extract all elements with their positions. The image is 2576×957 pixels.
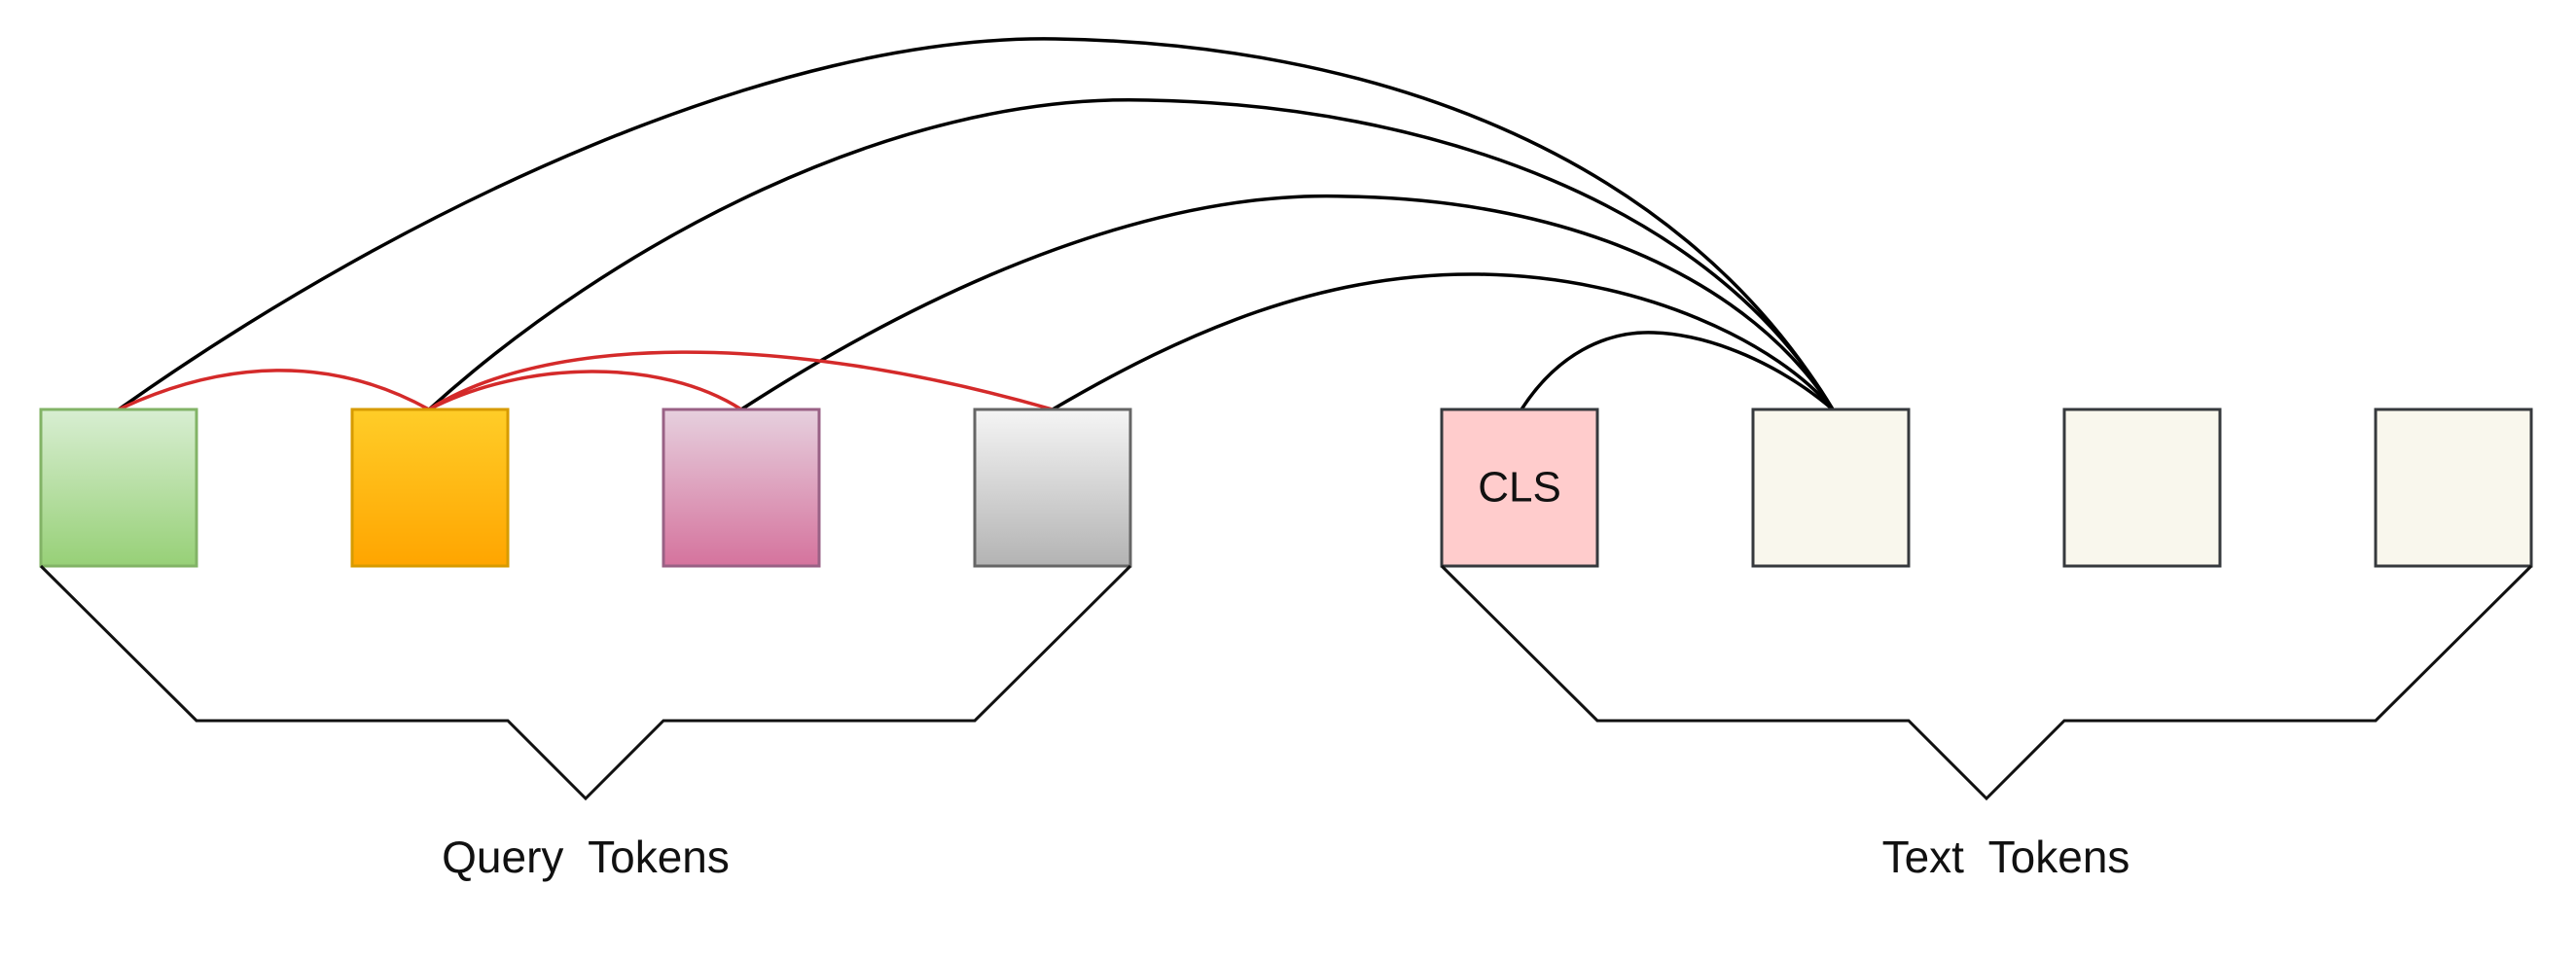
attention-arc-q2-to-t2	[427, 97, 1835, 411]
query-token-2	[350, 408, 510, 568]
attention-arc-q1-to-t2	[117, 37, 1835, 411]
attention-arc-q4-to-t2	[1052, 272, 1835, 411]
text-tokens-bracket	[1440, 564, 2533, 801]
query-token-3	[662, 408, 821, 568]
self-attention-arc-q2-to-q3	[428, 370, 742, 411]
cls-token-label: CLS	[1478, 464, 1561, 512]
text-token-2	[1751, 408, 1911, 568]
query-token-4	[973, 408, 1132, 568]
token-group-brackets	[39, 564, 2533, 801]
text-token-cls	[1440, 408, 1599, 568]
self-attention-arc-q2-to-q4	[428, 350, 1054, 411]
attention-arc-cls-to-t2	[1520, 331, 1835, 411]
text-token-3	[2062, 408, 2222, 568]
query-tokens-bracket	[39, 564, 1132, 801]
query-token-1	[39, 408, 198, 568]
query-tokens-label: Query Tokens	[442, 832, 730, 882]
text-tokens-group	[1440, 408, 2533, 568]
query-tokens-group	[39, 408, 1132, 568]
attention-arc-q3-to-t2	[740, 194, 1835, 411]
query-to-text-attention-arcs	[117, 37, 1835, 411]
text-tokens-label: Text Tokens	[1882, 832, 2130, 882]
query-self-attention-arcs	[118, 350, 1054, 411]
text-token-4	[2374, 408, 2533, 568]
self-attention-arc-q1-to-q2	[118, 369, 430, 411]
